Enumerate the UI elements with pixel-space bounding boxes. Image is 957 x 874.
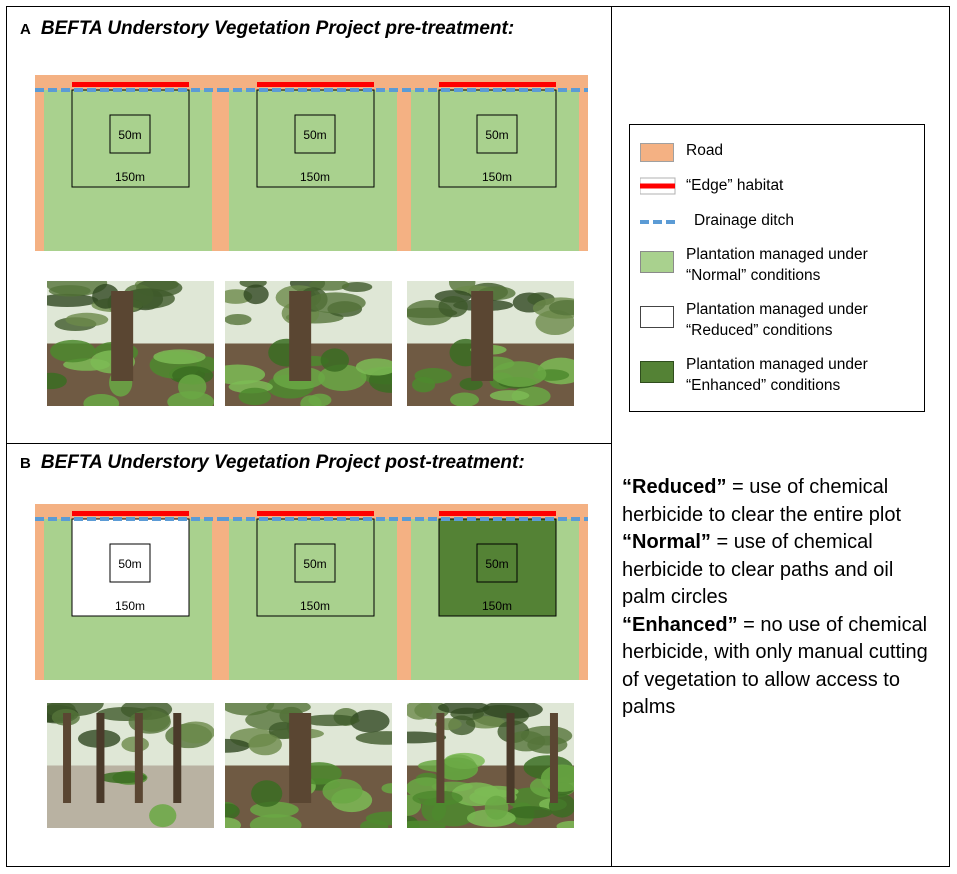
photo-normal [225,703,392,828]
plot-150m-reduced [71,518,190,617]
panel-a-letter: A [20,21,31,38]
panel-a-title-text: BEFTA Understory Vegetation Project pre-… [40,18,515,39]
legend-label-road: Road [686,142,724,159]
legend-column-frame [611,6,950,867]
panel-a-diagram: 50m 150m 50m 150m 50m 150m [35,75,588,406]
legend-label-ditch: Drainage ditch [694,212,794,229]
label-150m: 150m [300,599,330,613]
legend-label-reduced-2: “Reduced” conditions [686,322,833,339]
edge-habitat-line [439,82,556,87]
definition-reduced: “Reduced” = use of chemical herbicide to… [622,474,942,529]
label-50m: 50m [485,557,508,571]
panel-b-diagram: 50m 150m 50m 150m 50m 150m [35,504,588,828]
plot-150m-normal [438,89,557,188]
photo-normal [225,281,392,406]
plot-150m-normal [71,89,190,188]
label-50m: 50m [118,128,141,142]
legend-label-edge: “Edge” habitat [686,177,784,194]
photo-enhanced [407,703,574,828]
road-swatch [640,143,674,162]
label-50m: 50m [485,128,508,142]
label-150m: 150m [115,599,145,613]
label-150m: 150m [482,599,512,613]
label-50m: 50m [303,557,326,571]
definition-normal-text: = use of chemical herbicide to clear pat… [622,531,894,608]
edge-habitat-line [72,511,189,516]
definition-normal-term: “Normal” [622,531,711,553]
edge-habitat-line [257,511,374,516]
edge-habitat-line [72,82,189,87]
edge-habitat-line [439,511,556,516]
definition-reduced-text: = use of chemical herbicide to clear the… [622,476,902,526]
legend-box: Road “Edge” habitat Drainage ditch Plant… [629,124,925,412]
plot-50m [294,114,336,154]
reduced-swatch [640,306,674,328]
plot-50m [476,543,518,583]
enhanced-swatch [640,361,674,383]
edge-habitat-line [257,82,374,87]
ditch-swatch [640,220,675,224]
legend-label-enhanced-1: Plantation managed under [686,356,868,373]
legend-label-enhanced-2: “Enhanced” conditions [686,377,841,394]
label-150m: 150m [115,170,145,184]
panel-b-title: B BEFTA Understory Vegetation Project pos… [20,452,525,474]
panel-b-letter: B [20,455,31,472]
definition-enhanced: “Enhanced” = no use of chemical herbicid… [622,612,942,722]
plot-50m [109,543,151,583]
plot-50m [109,114,151,154]
legend-label-reduced-1: Plantation managed under [686,301,868,318]
photo-normal [47,281,214,406]
definition-reduced-term: “Reduced” [622,476,727,498]
treatment-definitions: “Reduced” = use of chemical herbicide to… [622,474,942,722]
plot-50m [476,114,518,154]
label-50m: 50m [303,128,326,142]
definition-normal: “Normal” = use of chemical herbicide to … [622,529,942,612]
plot-150m-enhanced [438,518,557,617]
legend-label-normal-1: Plantation managed under [686,246,868,263]
plot-150m-normal [256,89,375,188]
photo-normal [407,281,574,406]
panel-b-title-text: BEFTA Understory Vegetation Project post… [40,452,525,473]
definition-enhanced-text: = no use of chemical herbicide, with onl… [622,613,928,719]
label-150m: 150m [482,170,512,184]
legend-label-normal-2: “Normal” conditions [686,267,821,284]
plot-50m [294,543,336,583]
normal-swatch [640,251,674,273]
definition-enhanced-term: “Enhanced” [622,613,738,636]
photo-reduced [47,703,214,828]
panel-a-title: A BEFTA Understory Vegetation Project pre… [20,18,514,40]
edge-swatch [640,177,676,195]
label-150m: 150m [300,170,330,184]
label-50m: 50m [118,557,141,571]
